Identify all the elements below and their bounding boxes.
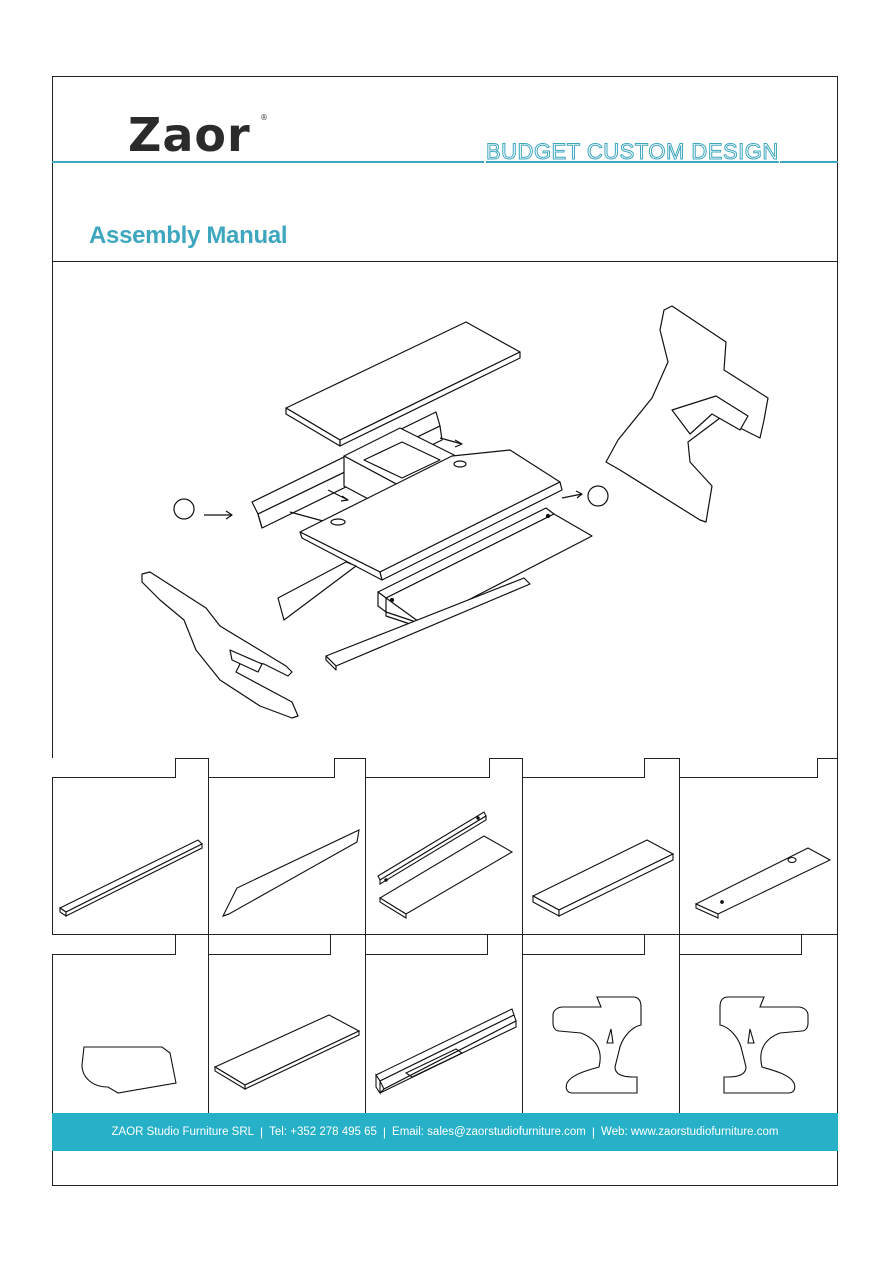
front-panel-part <box>377 507 593 629</box>
callout-circle-left <box>173 498 195 520</box>
footer-contact-bar: ZAOR Studio Furniture SRL | Tel: +352 27… <box>52 1113 838 1151</box>
panel-board-drawing <box>531 839 675 917</box>
part-cell-5 <box>680 758 838 935</box>
left-leg-part <box>141 571 299 719</box>
leg-front-view-drawing <box>552 996 642 1094</box>
part-label-tab <box>523 758 645 778</box>
corner-piece-drawing <box>81 1046 177 1094</box>
zaor-logo: Zaor <box>128 108 251 162</box>
footer-email[interactable]: Email: sales@zaorstudiofurniture.com <box>392 1126 586 1138</box>
part-label-tab <box>52 935 176 955</box>
footer-company: ZAOR Studio Furniture SRL <box>111 1126 255 1138</box>
part-cell-2 <box>209 758 366 935</box>
part-label-tab <box>523 935 645 955</box>
header-divider <box>52 261 838 262</box>
tagline: BUDGET CUSTOM DESIGN <box>486 139 779 165</box>
cable-tray-drawing <box>375 1008 517 1095</box>
long-board-drawing <box>213 1014 361 1090</box>
footer-phone: Tel: +352 278 495 65 <box>269 1126 377 1138</box>
parts-grid <box>52 758 838 1113</box>
shelf-board-drawing <box>58 839 203 918</box>
callout-circle-right <box>587 485 609 507</box>
desk-top-part <box>299 449 563 581</box>
rail-set-drawing <box>377 811 514 919</box>
registered-mark: ® <box>260 113 268 122</box>
leg-mirrored-view-drawing <box>719 996 809 1094</box>
part-cell-10 <box>680 935 838 1113</box>
part-cell-6 <box>52 935 209 1113</box>
footer-separator: | <box>260 1125 264 1139</box>
part-cell-8 <box>366 935 523 1113</box>
part-label-tab <box>366 758 490 778</box>
top-shelf-part <box>285 321 521 447</box>
part-cell-4 <box>523 758 680 935</box>
exploded-assembly-diagram <box>141 305 769 719</box>
part-label-tab <box>680 935 802 955</box>
footer-separator: | <box>591 1125 595 1139</box>
right-leg-part <box>605 305 769 523</box>
side-panel-drawing <box>221 829 360 917</box>
footer-website[interactable]: Web: www.zaorstudiofurniture.com <box>601 1126 779 1138</box>
page-frame <box>52 76 838 1186</box>
part-label-tab <box>680 758 818 778</box>
footer-separator: | <box>382 1125 387 1139</box>
header-rule-left <box>52 161 484 163</box>
part-cell-1 <box>52 758 209 935</box>
page-title: Assembly Manual <box>89 222 288 249</box>
part-label-tab <box>52 758 176 778</box>
part-cell-9 <box>523 935 680 1113</box>
desk-top-drawing <box>694 847 832 919</box>
part-cell-3 <box>366 758 523 935</box>
part-label-tab <box>366 935 488 955</box>
header-rule-right <box>780 161 838 163</box>
part-label-tab <box>209 758 335 778</box>
lower-shelf-part <box>277 561 531 671</box>
part-cell-7 <box>209 935 366 1113</box>
part-label-tab <box>209 935 331 955</box>
